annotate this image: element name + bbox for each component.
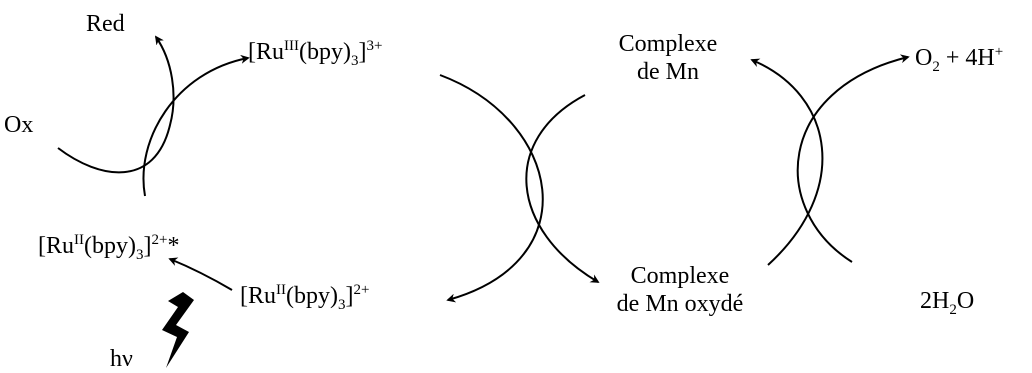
excited-to-ru3-arrow [142, 54, 250, 197]
ru3-to-ru2-arrow [439, 74, 544, 303]
mn-oxidized-to-mn-arrow [750, 58, 824, 266]
mn-oxidized-line2: de Mn oxydé [616, 291, 744, 317]
ru3-complex-label: [RuIII(bpy)3]3+ [248, 38, 383, 69]
excitation-arrow [168, 257, 233, 291]
ru2-complex-label: [RuII(bpy)3]2+ [240, 282, 370, 313]
mn-oxidized-line1: Complexe [630, 263, 730, 289]
mn-to-mn-oxidized-arrow [525, 94, 600, 283]
mn-complex-label: Complexe de Mn [598, 30, 738, 86]
lightning-bolt-icon [162, 292, 194, 368]
water-reactant-label: 2H2O [920, 288, 975, 318]
o2-product-label: O2 + 4H+ [915, 44, 1004, 75]
mn-complex-line1: Complexe [618, 31, 718, 57]
ru2-excited-label: [RuII(bpy)3]2+* [38, 232, 180, 263]
mn-complex-line2: de Mn [637, 59, 699, 85]
ox-label: Ox [4, 112, 34, 138]
hv-label: hν [110, 346, 133, 372]
red-label: Red [86, 11, 125, 37]
mn-oxidized-label: Complexe de Mn oxydé [600, 262, 760, 318]
ox-to-red-arrow [57, 35, 175, 174]
water-to-o2-arrow [796, 54, 910, 263]
